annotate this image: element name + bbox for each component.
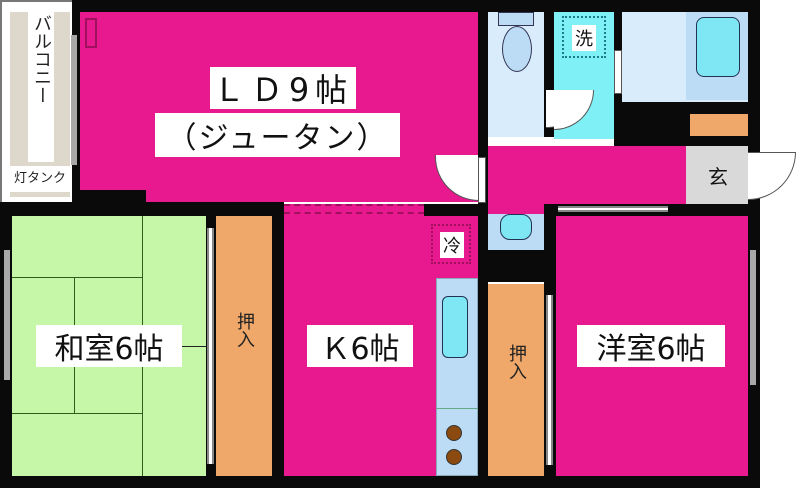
closet-right-sliding-door[interactable] [546, 295, 553, 465]
youshitsu-sliding-door[interactable] [558, 206, 668, 212]
lamp-tank-label: 灯タンク [8, 166, 72, 192]
balcony-label: バルコニー [31, 14, 52, 104]
closet-right [488, 284, 544, 476]
youshitsu-window[interactable] [750, 250, 756, 385]
shoe-box [690, 114, 748, 136]
stove-burner-icon[interactable] [446, 449, 462, 465]
toilet-tank [498, 12, 534, 26]
ld-right-wall [478, 12, 488, 157]
closet-right-label: 押入 [506, 344, 527, 380]
bath-bottom-wall [614, 102, 748, 114]
kitchen-right-wall [478, 277, 488, 488]
bathtub-basin [696, 17, 740, 77]
ld-outlet [85, 18, 97, 48]
closet-left-sliding-door[interactable] [207, 228, 214, 464]
washbasin-bowl-icon [500, 214, 532, 240]
toilet-wall [544, 12, 554, 137]
fridge-label: 冷 [440, 232, 464, 258]
stove-burner-icon[interactable] [446, 425, 462, 441]
washitsu-top-wall [0, 202, 280, 216]
outer-wall-right [748, 0, 760, 488]
washer-space [562, 16, 606, 58]
hallway [488, 146, 686, 204]
washitsu-label: 和室6帖 [36, 325, 182, 367]
youshitsu-label: 洋室6帖 [577, 325, 725, 367]
counter-divider [436, 408, 478, 409]
balcony-inner [28, 12, 54, 162]
kitchen-label: Ｋ6帖 [307, 325, 413, 367]
closet-left-label: 押入 [234, 312, 255, 348]
balcony: バルコニー 灯タンク [0, 0, 78, 205]
kitchen-opening [284, 204, 424, 214]
entrance-door[interactable] [748, 152, 796, 200]
ld-label-line1: ＬＤ9帖 [210, 67, 356, 109]
hallway-left-wall [478, 157, 488, 277]
kitchen-left-wall [272, 202, 284, 488]
washer-label: 洗 [572, 25, 596, 51]
tatami-line [12, 413, 142, 414]
bath-door[interactable] [614, 50, 622, 94]
sink-icon [442, 296, 468, 358]
tatami-line [12, 277, 142, 278]
ld-label-line2: （ジュータン） [155, 113, 400, 157]
toilet-bowl-icon [502, 26, 532, 72]
entrance-label: 玄 [704, 160, 732, 190]
outer-wall-bottom [0, 476, 760, 488]
washitsu-window[interactable] [4, 250, 10, 380]
balcony-window[interactable] [71, 35, 77, 165]
ld-door-jamb[interactable] [478, 157, 486, 203]
fridge-space [431, 224, 471, 264]
outer-wall-top [0, 0, 760, 12]
label-leader-line [182, 346, 212, 347]
closet-right-top-wall [478, 250, 556, 282]
closet-left [216, 216, 272, 476]
kitchen-top-wall [424, 204, 480, 216]
